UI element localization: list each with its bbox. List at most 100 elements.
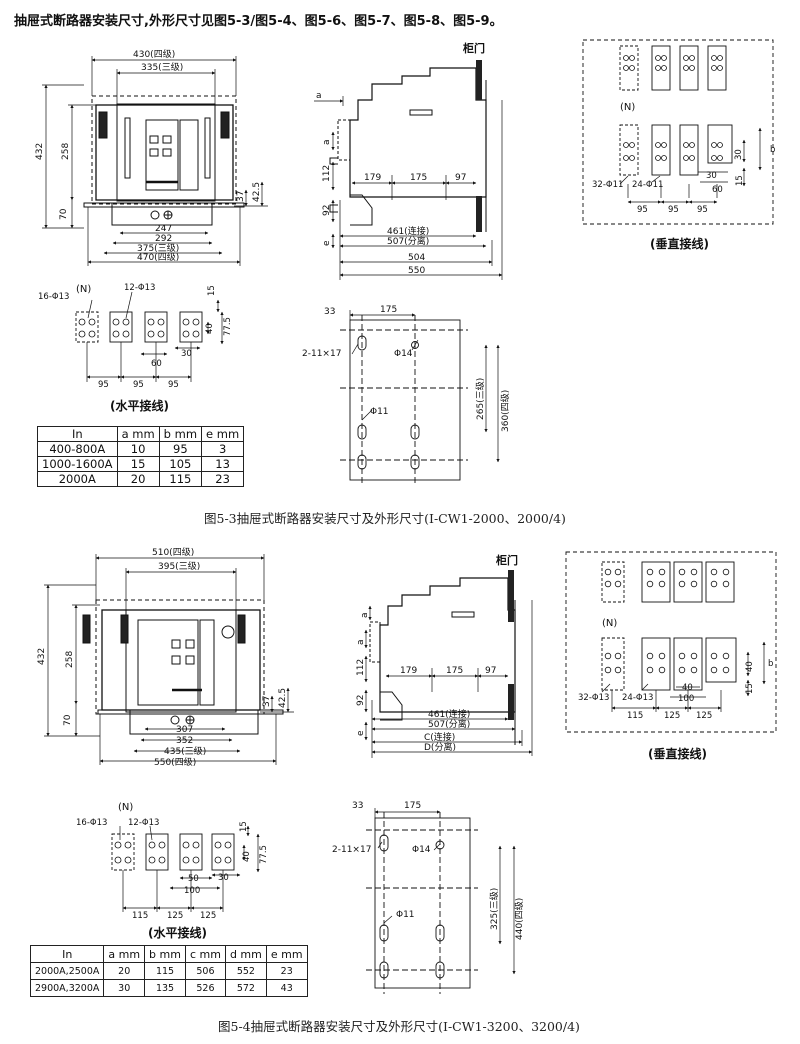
fig1-dim-42-5: 42.5: [252, 182, 262, 202]
fig1-side-97: 97: [455, 173, 466, 183]
fig1-side-e: e: [322, 240, 332, 246]
fig2-m-440: 440(四级): [513, 898, 525, 940]
fig2-side-97: 97: [485, 666, 496, 676]
fig1-front-view: [42, 56, 268, 266]
fig2-v-40b: 40: [682, 683, 693, 693]
fig2-v-125a: 125: [664, 711, 680, 721]
table-cell: 135: [144, 979, 186, 997]
fig2-h-30: 30: [218, 873, 229, 883]
fig2-spec-table: In a mm b mm c mm d mm e mm 2000A,2500A …: [29, 945, 308, 997]
table-cell: 43: [265, 979, 308, 997]
fig2-side-175: 175: [446, 666, 463, 676]
fig1-side-461: 461(连接): [387, 225, 429, 237]
fig1-dim-432: 432: [35, 143, 45, 160]
fig1-h-60: 60: [151, 359, 162, 369]
fig2-side-view: [364, 570, 533, 758]
fig2-cabinet-door-label: 柜门: [495, 553, 518, 567]
table-cell: 10: [116, 441, 160, 457]
fig2-m-phi14: Φ14: [412, 845, 431, 855]
fig2-dim-550: 550(四级): [154, 756, 196, 768]
fig1-v-neutral: (N): [620, 102, 635, 113]
table-cell: 572: [224, 979, 267, 997]
intro-text: 抽屉式断路器安装尺寸,外形尺寸见图5-3/图5-4、图5-6、图5-7、图5-8…: [14, 14, 503, 29]
table-header-cell: a mm: [116, 426, 160, 442]
table-header-cell: b mm: [144, 945, 186, 963]
fig2-side-c: C(连接): [424, 731, 455, 743]
fig1-h-95c: 95: [168, 380, 179, 390]
fig2-h-holes12: 12-Φ13: [128, 818, 159, 828]
table-cell: 400-800A: [37, 441, 118, 457]
fig2-side-a-top: a: [360, 612, 370, 618]
fig1-v-b: b: [770, 145, 775, 155]
fig2-dim-510: 510(四级): [152, 546, 194, 558]
table-cell: 115: [144, 962, 186, 980]
table-cell: 13: [201, 456, 245, 472]
fig1-v-95a: 95: [637, 205, 648, 215]
fig1-m-phi14: Φ14: [394, 349, 413, 359]
fig1-m-360: 360(四级): [499, 390, 511, 432]
fig2-v-15: 15: [745, 683, 755, 694]
table-cell: 2900A,3200A: [29, 979, 105, 997]
fig1-m-33: 33: [324, 307, 335, 317]
table-row: 2000A 20 115 23: [37, 471, 245, 487]
fig2-mount-plate: [366, 808, 516, 994]
fig2-m-175: 175: [404, 801, 421, 811]
fig2-side-461: 461(连接): [428, 708, 470, 720]
fig1-side-92: 92: [322, 205, 332, 216]
fig1-dim-430: 430(四级): [133, 48, 175, 60]
fig1-dim-70: 70: [59, 208, 69, 220]
fig1-v-95b: 95: [668, 205, 679, 215]
fig1-m-175: 175: [380, 305, 397, 315]
fig2-h-holes16: 16-Φ13: [76, 818, 107, 828]
fig2-v-100: 100: [678, 694, 694, 704]
table-cell: 3: [201, 441, 245, 457]
fig2-vertical-terminals: [565, 551, 777, 733]
fig1-vertical-terminals: [582, 39, 774, 225]
fig2-dim-435: 435(三级): [164, 745, 206, 757]
table-cell: 105: [158, 456, 203, 472]
fig1-side-a-top: a: [316, 91, 322, 101]
fig1-v-60: 60: [712, 185, 723, 195]
fig1-v-30a: 30: [734, 149, 744, 160]
fig1-dim-375: 375(三级): [137, 242, 179, 254]
table-header-row: In a mm b mm c mm d mm e mm: [29, 945, 308, 963]
fig2-dim-258: 258: [65, 651, 75, 668]
table-cell: 20: [103, 962, 146, 980]
table-cell: 2000A: [37, 471, 118, 487]
fig1-h-holes12: 12-Φ13: [124, 283, 155, 293]
fig1-m-slot: 2-11×17: [302, 349, 341, 359]
fig1-caption: 图5-3抽屉式断路器安装尺寸及外形尺寸(I-CW1-2000、2000/4): [204, 511, 566, 526]
table-header-row: In a mm b mm e mm: [37, 426, 245, 442]
fig2-side-92: 92: [356, 695, 366, 706]
fig2-v-125b: 125: [696, 711, 712, 721]
fig1-side-175: 175: [410, 173, 427, 183]
fig2-v-holes32: 32-Φ13: [578, 693, 609, 703]
table-cell: 552: [224, 962, 267, 980]
fig1-dim-470: 470(四级): [137, 251, 179, 263]
fig1-h-30: 30: [181, 349, 192, 359]
fig1-side-a: a: [322, 139, 332, 145]
fig2-front-view: [44, 554, 294, 765]
fig1-dim-247: 247: [155, 224, 172, 234]
fig1-v-15: 15: [735, 175, 745, 186]
fig2-h-40: 40: [242, 851, 252, 862]
fig1-h-title: (水平接线): [110, 398, 169, 413]
table-header-cell: In: [37, 426, 118, 442]
table-cell: 1000-1600A: [37, 456, 118, 472]
fig2-v-neutral: (N): [602, 618, 617, 629]
fig1-side-view: [314, 60, 503, 280]
table-row: 400-800A 10 95 3: [37, 441, 245, 457]
table-header-cell: e mm: [265, 945, 308, 963]
fig2-dim-352: 352: [176, 736, 193, 746]
fig2-side-112: 112: [356, 659, 366, 676]
fig1-h-95a: 95: [98, 380, 109, 390]
fig1-m-phi11: Φ11: [370, 407, 389, 417]
fig2-m-slot: 2-11×17: [332, 845, 371, 855]
table-cell: 115: [158, 471, 203, 487]
fig2-h-77-5: 77.5: [259, 845, 269, 864]
fig2-dim-307: 307: [176, 725, 193, 735]
fig1-mount-plate: [340, 310, 500, 485]
fig1-h-40: 40: [205, 323, 215, 334]
table-header-cell: c mm: [184, 945, 226, 963]
fig2-dim-42-5: 42.5: [278, 688, 288, 708]
